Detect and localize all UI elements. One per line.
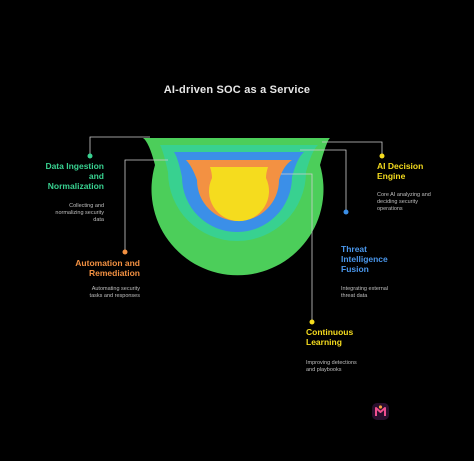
connector-automation	[124, 159, 168, 252]
desc-threat-intel: Integrating external threat data	[341, 286, 451, 300]
napkin-logo-icon	[372, 403, 389, 420]
desc-data-ingestion: Collecting and normalizing security data	[4, 203, 104, 224]
label-line: Normalization	[47, 181, 104, 191]
desc-line: Improving detections	[306, 360, 357, 366]
label-automation: Automation and Remediation	[20, 258, 140, 278]
desc-line: Core AI analyzing and	[377, 192, 431, 198]
label-line: Automation and	[75, 258, 140, 268]
dot-automation	[122, 249, 128, 255]
desc-line: and playbooks	[306, 367, 342, 373]
label-line: Fusion	[341, 264, 369, 274]
label-line: Data Ingestion	[45, 161, 104, 171]
connector-ai-decision	[322, 141, 383, 156]
desc-line: Collecting and	[69, 203, 104, 209]
label-threat-intel: Threat Intelligence Fusion	[341, 244, 451, 274]
label-line: Intelligence	[341, 254, 388, 264]
connector-threat-intel	[300, 149, 347, 212]
label-line: Remediation	[88, 268, 140, 278]
label-line: AI Decision	[377, 161, 424, 171]
label-continuous-learning: Continuous Learning	[306, 327, 416, 347]
desc-automation: Automating security tasks and responses	[20, 286, 140, 300]
label-line: Continuous	[306, 327, 354, 337]
desc-continuous-learning: Improving detections and playbooks	[306, 360, 416, 374]
connector-data-ingestion	[89, 136, 150, 156]
desc-line: Automating security	[91, 286, 140, 292]
layer-ai-decision-engine	[209, 167, 269, 222]
label-ai-decision: AI Decision Engine	[377, 161, 472, 181]
label-line: Learning	[306, 337, 342, 347]
desc-line: tasks and responses	[89, 293, 140, 299]
desc-line: deciding security	[377, 199, 418, 205]
desc-line: operations	[377, 206, 403, 212]
dot-continuous-learning	[309, 319, 315, 325]
desc-line: threat data	[341, 293, 368, 299]
label-data-ingestion: Data Ingestion and Normalization	[4, 161, 104, 191]
desc-ai-decision: Core AI analyzing and deciding security …	[377, 192, 472, 213]
label-line: and	[88, 171, 104, 181]
diagram-title: AI-driven SOC as a Service	[163, 84, 311, 96]
dot-threat-intel	[343, 209, 349, 215]
desc-line: Integrating external	[341, 286, 389, 292]
connector-continuous-learning	[281, 173, 313, 322]
desc-line: data	[93, 217, 104, 223]
desc-line: normalizing security	[55, 210, 104, 216]
label-line: Engine	[377, 171, 406, 181]
dot-ai-decision	[379, 153, 385, 159]
dot-data-ingestion	[87, 153, 93, 159]
label-line: Threat	[341, 244, 367, 254]
